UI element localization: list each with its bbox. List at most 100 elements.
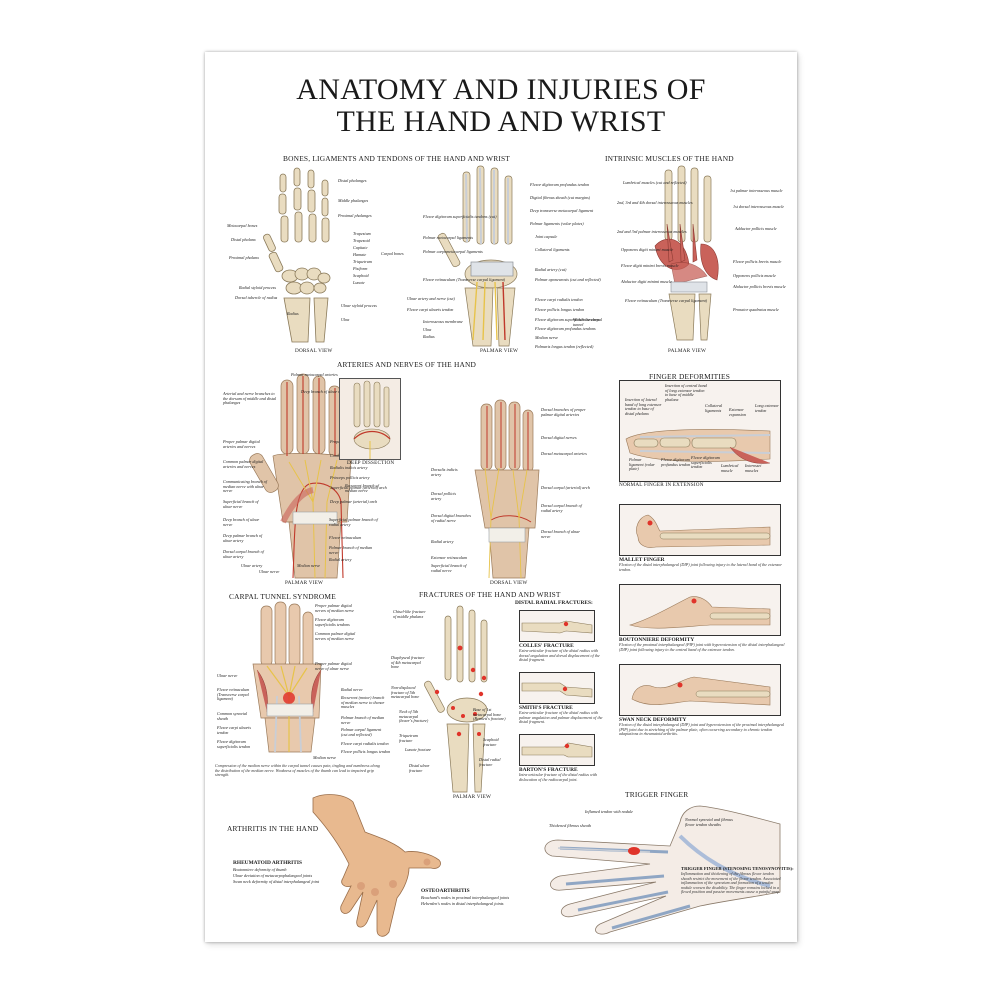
label-proximal-phalanges: Proximal phalanges — [338, 213, 372, 218]
caption-deep-dissection: DEEP DISSECTION — [347, 460, 395, 466]
label-hamate: Hamate — [353, 252, 367, 257]
label-trapezoid: Trapezoid — [353, 238, 370, 243]
label-dorsal-carpal-radial: Dorsal carpal branch of radial artery — [541, 503, 582, 513]
label-non-displaced-fracture: Non-displaced fracture of 5th metacarpal… — [391, 685, 420, 700]
label-median-nerve-carpal: Median nerve — [313, 755, 337, 760]
label-common-synovial: Common synovial sheath — [217, 711, 248, 721]
label-deep-transverse-ligament: Deep transverse metacarpal ligament — [530, 208, 594, 213]
title-mallet-finger: MALLET FINGER — [619, 557, 665, 563]
label-arterial-nerve-branches: Arterial and nerve branches to the dorsu… — [223, 391, 277, 406]
label-superficial-radial: Superficial branch of radial nerve — [431, 563, 467, 573]
label-ulna: Ulna — [341, 317, 350, 322]
label-capitate: Capitate — [353, 245, 368, 250]
label-swan-neck-dip: Swan neck deformity of distal interphala… — [233, 879, 320, 884]
caption-normal-finger: NORMAL FINGER IN EXTENSION — [619, 482, 704, 488]
label-palmar-carpal-ligament: Palmar carpal ligament (cut and reflecte… — [341, 727, 382, 737]
fractures-skeleton-illustration — [424, 605, 488, 793]
label-bouchard: Bouchard's nodes in proximal interphalan… — [421, 895, 510, 900]
label-common-palmar-median: Common palmar digital nerves of median n… — [315, 631, 356, 641]
label-scaphoid: Scaphoid — [353, 273, 369, 278]
label-lunate-fracture: Lunate fracture — [405, 747, 432, 752]
label-collateral-ligaments-2: Collateral ligaments — [705, 403, 723, 413]
label-radial-artery-1: Radial artery — [329, 557, 352, 562]
caption-dorsal-view: DORSAL VIEW — [295, 348, 333, 354]
label-deep-palmar-branch: Deep palmar branch of ulnar artery — [223, 533, 263, 543]
label-interossei-finger: Interossei muscles — [745, 463, 762, 473]
label-palmar-branch-median: Palmar branch of median nerve — [329, 545, 373, 555]
label-distal-radial-fracture: Distal radial fracture — [479, 757, 501, 767]
label-fdm-brevis: Flexor digiti minimi brevis muscle — [621, 263, 679, 268]
label-superficial-arch: Superficial palmar (arterial) arch — [330, 485, 387, 490]
title-bartons: BARTON'S FRACTURE — [519, 767, 578, 773]
label-recurrent-branch: Recurrent branch of median nerve — [345, 483, 379, 493]
label-triquetrum: Triquetrum — [353, 259, 372, 264]
label-palmar-ligaments: Palmar ligaments (volar plates) — [530, 221, 584, 226]
label-radial-nerve: Radial nerve — [341, 687, 363, 692]
label-bennett-fracture: Base of 1st metacarpal bone (Bennett's f… — [473, 707, 506, 722]
label-dorsal-interossei-2-4: 2nd, 3rd and 4th dorsal interosseous mus… — [617, 200, 693, 205]
label-extensor-retinaculum: Extensor retinaculum — [431, 555, 468, 560]
label-1st-palmar-interosseous: 1st palmar interosseous muscle — [730, 188, 783, 193]
label-princeps-pollicis: Princeps pollicis artery — [330, 475, 370, 480]
label-palmar-aponeurosis: Palmar aponeurosis (cut and reflected) — [535, 277, 601, 282]
caption-palmar-view-2: PALMAR VIEW — [668, 348, 707, 354]
panel-colles — [519, 610, 595, 642]
smiths-illustration — [521, 682, 593, 698]
section-title-bones: BONES, LIGAMENTS AND TENDONS OF THE HAND… — [283, 154, 511, 163]
label-recurrent-motor: Recurrent (motor) branch of median nerve… — [341, 695, 385, 710]
label-flexor-retinaculum-1: Flexor retinaculum (Transverse carpal li… — [423, 277, 506, 282]
label-distal-phalanx: Distal phalanx — [231, 237, 256, 242]
label-ulnar-styloid: Ulnar styloid process — [341, 303, 377, 308]
label-dorsal-pollicis: Dorsal pollicis artery — [431, 491, 457, 501]
swan-neck-illustration — [631, 676, 771, 706]
label-median-nerve-2: Median nerve — [297, 563, 321, 568]
label-opponens-dm: Opponens digiti minimi muscle — [621, 247, 674, 252]
colles-illustration — [521, 620, 593, 634]
label-deep-branch-ulnar-1: Deep branch of ulnar nerve — [301, 389, 348, 394]
panel-bartons — [519, 734, 595, 766]
label-inflamed-tendon: Inflamed tendon with nodule — [585, 809, 634, 814]
label-deep-arch: Deep palmar (arterial) arch — [330, 499, 378, 504]
title-trigger-finger: TRIGGER FINGER (STENOSING TENOSYNOVITIS)… — [681, 866, 794, 871]
label-fdp-finger: Flexor digitorum profundus tendon — [661, 457, 691, 467]
title-swan-neck: SWAN NECK DEFORMITY — [619, 717, 687, 723]
label-ulnar-artery: Ulnar artery — [241, 563, 263, 568]
arteries-palmar-illustration — [249, 373, 352, 579]
label-dorsalis-indicis: Dorsalis indicis artery — [431, 467, 458, 477]
label-palmar-metacarpal-arteries: Palmar metacarpal arteries — [291, 372, 338, 377]
label-lumbrical-finger: Lumbrical muscle — [721, 463, 739, 473]
section-title-arthritis: ARTHRITIS IN THE HAND — [227, 824, 319, 833]
label-ulnar-artery-nerve: Ulnar artery and nerve (cut) — [407, 296, 455, 301]
label-radial-artery-cut: Radial artery (cut) — [535, 267, 567, 272]
label-1st-dorsal-interosseous: 1st dorsal interosseous muscle — [733, 204, 785, 209]
label-chisel-fracture: Chisel-like fracture of middle phalanx — [393, 609, 426, 619]
label-dorsal-digital-radial: Dorsal digital branches of radial nerve — [431, 513, 472, 523]
caption-palmar-view-4: PALMAR VIEW — [453, 794, 492, 800]
title-smiths: SMITH'S FRACTURE — [519, 705, 573, 711]
label-ulnar-nerve-carpal: Ulnar nerve — [217, 673, 238, 678]
section-title-carpal: CARPAL TUNNEL SYNDROME — [229, 592, 336, 601]
desc-carpal-tunnel: Compression of the median nerve within t… — [215, 763, 380, 778]
section-title-arteries: ARTERIES AND NERVES OF THE HAND — [337, 360, 477, 369]
label-palmar-branch-median-2: Palmar branch of median nerve — [341, 715, 385, 725]
label-thickened-sheath: Thickened fibrous sheath — [549, 823, 591, 828]
label-pronator-quadratus: Pronator quadratus muscle — [733, 307, 779, 312]
label-trapezium: Trapezium — [353, 231, 371, 236]
poster-title-line2: THE HAND AND WRIST — [336, 105, 666, 138]
label-superficial-ulnar-nerve: Superficial branch of ulnar nerve — [223, 499, 259, 509]
label-radius: Radius — [287, 311, 299, 316]
label-carpal-bones: Carpal bones — [381, 251, 404, 256]
desc-mallet-finger: Flexion of the distal interphalangeal (D… — [619, 562, 782, 572]
label-communicating-branch: Communicating branch of median nerve wit… — [223, 479, 267, 494]
label-dorsal-branches-proper: Dorsal branches of proper palmar digital… — [541, 407, 586, 417]
label-joint-capsule: Joint capsule — [535, 234, 558, 239]
palmar-ligaments-illustration — [437, 165, 518, 347]
label-radial-styloid: Radial styloid process — [239, 285, 277, 290]
section-title-finger-deformities: FINGER DEFORMITIES — [649, 372, 730, 381]
label-radial-artery-2: Radial artery — [431, 539, 454, 544]
desc-trigger-finger: Inflammation and thickening of the fibro… — [681, 871, 781, 895]
caption-palmar-view-3: PALMAR VIEW — [285, 580, 324, 586]
title-boutonniere: BOUTONNIERE DEFORMITY — [619, 637, 695, 643]
label-median-nerve-1: Median nerve — [535, 335, 559, 340]
label-deep-ulnar-nerve: Deep branch of ulnar nerve — [223, 517, 260, 527]
